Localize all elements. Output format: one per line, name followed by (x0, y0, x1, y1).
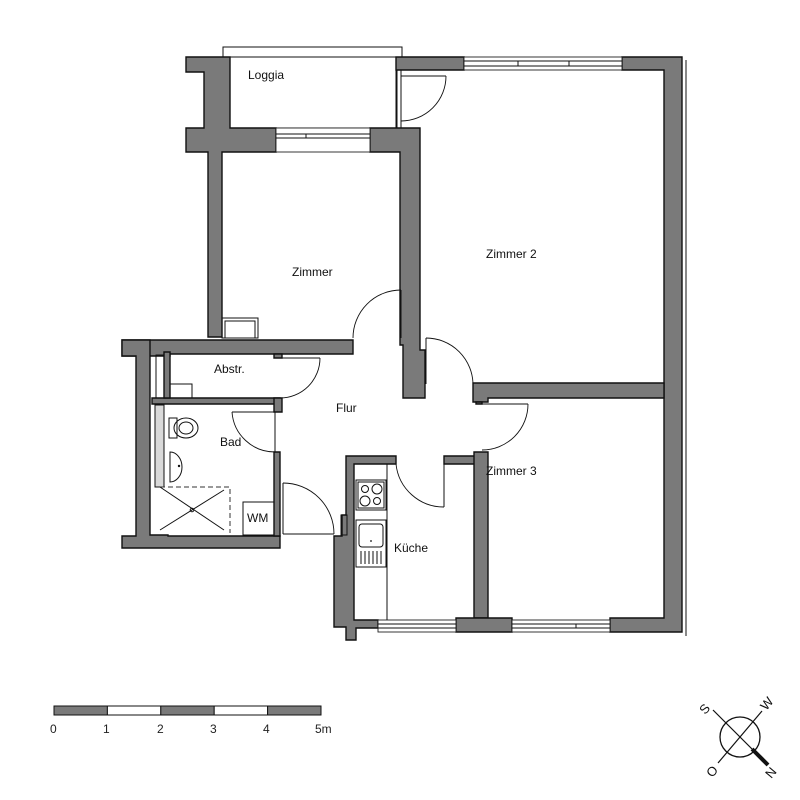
compass-label-w: W (757, 693, 777, 713)
door-zimmer3[interactable] (481, 403, 529, 451)
wall-kueche-left (333, 455, 397, 641)
room-label-zimmer2: Zimmer 2 (486, 247, 537, 261)
scale-tick-0: 0 (50, 722, 57, 736)
wall-loggia-left (185, 56, 277, 338)
room-label-zimmer: Zimmer (292, 265, 333, 279)
abstr-duct (155, 354, 165, 399)
room-label-zimmer3: Zimmer 3 (486, 464, 537, 478)
wall-kueche-top-right (443, 455, 477, 465)
shower-tray-icon (159, 486, 231, 533)
scale-bar: 0 1 2 3 4 5m (50, 705, 332, 736)
entrance-jamb (340, 514, 348, 536)
bad-installation-wall (154, 404, 165, 488)
scale-tick-1: 1 (103, 722, 110, 736)
wall-left-outer (121, 339, 281, 549)
room-label-abstr: Abstr. (214, 362, 245, 376)
wall-bottom-middle (455, 617, 513, 633)
wall-top-right (609, 56, 683, 633)
room-label-wm: WM (247, 511, 268, 525)
washing-machine-box (242, 501, 275, 536)
wall-zimmer-bottom (121, 339, 354, 357)
walls (121, 56, 687, 641)
room-label-flur: Flur (336, 401, 357, 415)
wall-door-jamb (475, 401, 483, 405)
toilet-icon (168, 417, 199, 439)
wall-zimmer2-zimmer3 (472, 382, 665, 403)
sink-icon (169, 451, 183, 483)
door-zimmer2[interactable] (425, 337, 474, 386)
door-loggia[interactable] (400, 75, 447, 122)
abstr-shelf (169, 383, 193, 399)
windows (275, 56, 623, 633)
door-bad[interactable] (231, 411, 276, 453)
door-loggia-frame (396, 70, 402, 128)
compass-label-s: S (696, 701, 713, 718)
wall-bad-door-stub (273, 397, 283, 413)
window-zimmer2[interactable] (463, 56, 623, 71)
scale-tick-5m: 5m (315, 722, 332, 736)
kitchen-sink-icon (355, 519, 387, 568)
scale-tick-2: 2 (157, 722, 164, 736)
room-label-bad: Bad (220, 435, 241, 449)
room-label-kueche: Küche (394, 541, 428, 555)
stove-icon (355, 479, 387, 511)
door-abstr[interactable] (279, 357, 321, 399)
room-label-loggia: Loggia (248, 68, 284, 82)
loggia-outline (222, 46, 403, 129)
compass-icon: S W O N (696, 693, 780, 781)
scale-tick-3: 3 (210, 722, 217, 736)
wall-top-zimmer2-left (395, 56, 465, 71)
fixtures (154, 317, 388, 620)
wall-abstr-inner (163, 351, 171, 399)
door-entrance[interactable] (282, 482, 335, 535)
room-labels: Loggia Zimmer Zimmer 2 Abstr. Flur Bad Z… (214, 68, 537, 555)
compass-label-o: O (703, 763, 721, 780)
compass-label-n: N (762, 764, 780, 781)
doors (231, 75, 529, 535)
loggia-parapet (222, 46, 403, 57)
wall-zimmer-right-upper (369, 127, 426, 399)
window-zimmer[interactable] (275, 127, 371, 153)
door-zimmer[interactable] (352, 289, 402, 339)
wall-abstr-bad (151, 397, 281, 405)
wall-bad-right (273, 451, 281, 537)
wall-abstr-door-stub (273, 353, 283, 359)
window-kueche[interactable] (377, 619, 457, 633)
window-zimmer3[interactable] (511, 619, 611, 633)
scale-tick-4: 4 (263, 722, 270, 736)
door-kueche[interactable] (395, 463, 445, 508)
